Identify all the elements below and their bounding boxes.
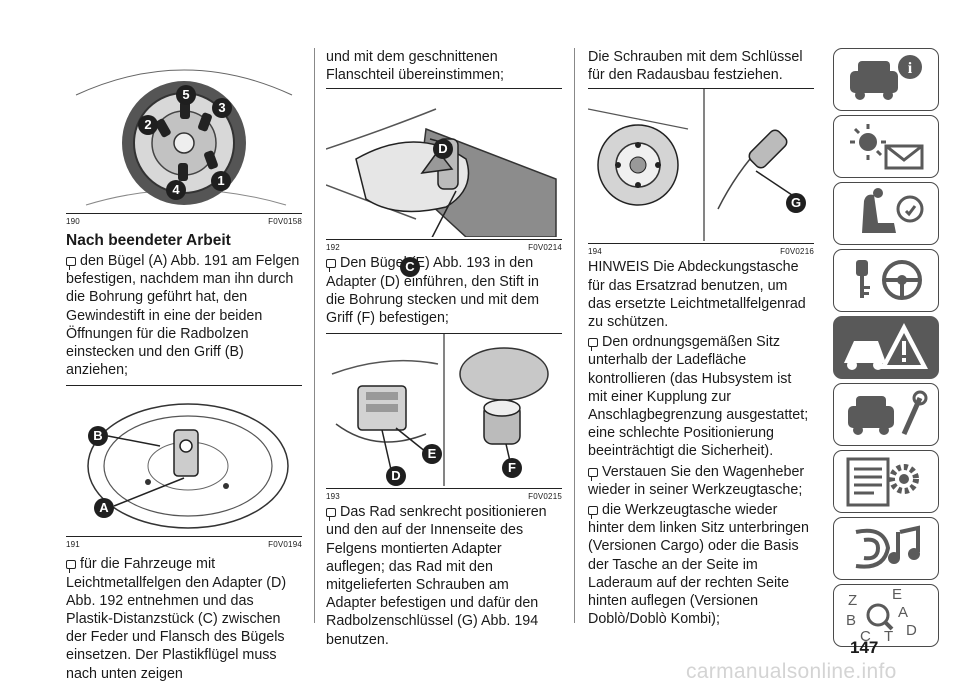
index-letter: E <box>892 586 902 603</box>
wheel-bolt-wrench-illustration <box>588 89 814 242</box>
figure-caption-192: 192 F0V0214 <box>326 239 562 252</box>
figure-193: E D F <box>326 334 562 487</box>
paragraph: Den Bügel (E) Abb. 193 in den Adapter (D… <box>326 255 539 327</box>
figure-caption-191: 191 F0V0194 <box>66 536 302 549</box>
callout-3: 3 <box>212 98 232 118</box>
column-3: Die Schrauben mit dem Schlüssel für den … <box>588 48 814 630</box>
paragraph: für die Fahrzeuge mit Leichtmetallfelgen… <box>66 556 287 682</box>
sidebar-item-multimedia[interactable] <box>833 517 939 580</box>
callout-C: C <box>400 257 420 278</box>
svg-text:i: i <box>908 60 913 77</box>
airbag-seat-icon <box>862 188 924 233</box>
callout-A: A <box>94 498 114 519</box>
paragraph: Den ordnungsgemäßen Sitz unterhalb der L… <box>588 334 809 460</box>
column-1: 5 3 2 4 1 190 F0V0158 Nach beendeter Arb… <box>66 55 302 685</box>
divider <box>588 88 814 90</box>
sidebar-item-lights-messages[interactable] <box>833 115 939 178</box>
figure-192: D C <box>326 89 562 278</box>
column-divider <box>314 48 315 623</box>
divider <box>326 333 562 335</box>
divider <box>326 88 562 90</box>
index-letter: B <box>846 612 856 629</box>
spare-wheel-illustration <box>66 55 302 211</box>
bullet-icon <box>588 338 598 352</box>
callout-5: 5 <box>176 85 196 105</box>
sidebar-item-service[interactable] <box>833 383 939 446</box>
callout-B: B <box>88 426 108 447</box>
sidebar-item-technical-data[interactable] <box>833 450 939 513</box>
lights-envelope-icon <box>850 124 924 170</box>
sidebar-item-starting-driving[interactable] <box>833 249 939 312</box>
paragraph: die Werkzeugtasche wieder hinter dem lin… <box>588 502 809 628</box>
paragraph: Verstauen Sie den Wagenheber wieder in s… <box>588 463 805 498</box>
paragraph: Die Schrauben mit dem Schlüssel für den … <box>588 49 803 84</box>
bullet-icon <box>326 259 336 273</box>
bracket-insertion-illustration <box>326 334 562 487</box>
callout-G: G <box>786 193 806 214</box>
paragraph: HINWEIS Die Abdeckungstasche für das Ers… <box>588 259 806 331</box>
car-info-icon: i <box>850 55 922 100</box>
column-2: und mit dem geschnittenen Flanschteil üb… <box>326 48 562 651</box>
divider <box>66 385 302 387</box>
car-service-icon <box>848 390 928 436</box>
index-abc-icon: Z E A B C T D <box>846 586 917 645</box>
multimedia-icon <box>855 525 920 569</box>
page-number: 147 <box>850 638 879 657</box>
watermark: carmanualsonline.info <box>686 660 897 683</box>
sidebar-item-safety[interactable] <box>833 182 939 245</box>
figure-caption-194: 194 F0V0216 <box>588 243 814 256</box>
adapter-illustration <box>326 89 562 238</box>
figure-caption-190: 190 F0V0158 <box>66 213 302 226</box>
bullet-icon <box>588 506 598 520</box>
emergency-triangle-icon <box>844 323 928 370</box>
callout-4: 4 <box>166 180 186 200</box>
index-letter: D <box>906 622 917 639</box>
figure-190: 5 3 2 4 1 <box>66 55 302 211</box>
paragraph: und mit dem geschnittenen Flanschteil üb… <box>326 49 504 84</box>
index-letter: A <box>898 604 908 621</box>
chapter-sidebar: i <box>833 48 941 651</box>
paragraph: den Bügel (A) Abb. 191 am Felgen befesti… <box>66 253 300 379</box>
sidebar-item-car-info[interactable]: i <box>833 48 939 111</box>
column-divider <box>574 48 575 623</box>
callout-D: D <box>386 466 406 487</box>
paragraph: Das Rad senkrecht positionieren und den … <box>326 504 547 648</box>
bullet-icon <box>66 560 76 574</box>
callout-F: F <box>502 458 522 479</box>
callout-1: 1 <box>211 171 231 191</box>
sidebar-item-emergency[interactable] <box>833 316 939 379</box>
callout-E: E <box>422 444 442 465</box>
figure-caption-193: 193 F0V0215 <box>326 488 562 501</box>
specs-gear-icon <box>846 457 919 507</box>
callout-D: D <box>433 139 453 160</box>
figure-191: B A <box>66 394 302 535</box>
bullet-icon <box>326 508 336 522</box>
bullet-icon <box>66 257 76 270</box>
key-steering-icon <box>856 260 922 300</box>
bullet-icon <box>588 467 598 481</box>
callout-2: 2 <box>138 115 158 135</box>
section-heading: Nach beendeter Arbeit <box>66 232 231 249</box>
sidebar-item-index[interactable]: Z E A B C T D <box>833 584 939 647</box>
index-letter: C <box>860 628 871 645</box>
index-letter: T <box>884 628 893 645</box>
index-letter: Z <box>848 592 857 609</box>
figure-194: G <box>588 89 814 242</box>
